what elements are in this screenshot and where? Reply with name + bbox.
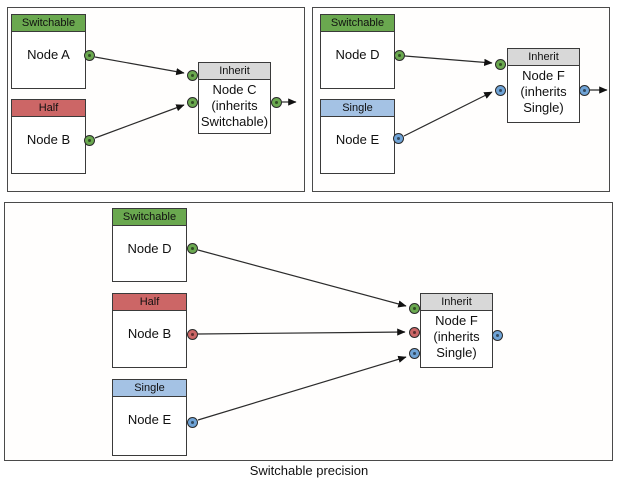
node-f-bottom-input-port2-icon <box>408 326 420 338</box>
node-d-output-port-icon <box>393 49 405 61</box>
node-f-input-port1-icon <box>494 58 506 70</box>
node-c-label: Node C <box>212 82 257 97</box>
node-d-bottom-label: Node D <box>127 241 172 256</box>
node-e-bottom: Single Node E <box>112 379 187 456</box>
node-f-bottom-input-port3-icon <box>408 347 420 359</box>
figure-caption: Switchable precision <box>249 463 369 478</box>
node-e-type-header: Single <box>321 100 394 117</box>
node-d-bottom: Switchable Node D <box>112 208 187 282</box>
node-c-input-port2-icon <box>186 96 198 108</box>
node-d-bottom-output-port-icon <box>186 242 198 254</box>
node-f-type-header: Inherit <box>508 49 579 66</box>
node-f-label-line2: (inherits <box>520 84 567 99</box>
node-e: Single Node E <box>320 99 395 174</box>
node-f-input-port2-icon <box>494 84 506 96</box>
node-f-output-port-icon <box>578 84 590 96</box>
node-e-label: Node E <box>335 132 380 147</box>
panel-bottom <box>4 202 613 461</box>
node-d-bottom-type-header: Switchable <box>113 209 186 226</box>
node-b-output-port-icon <box>83 134 95 146</box>
node-f-bottom-type-header: Inherit <box>421 294 492 311</box>
node-e-bottom-type-header: Single <box>113 380 186 397</box>
node-f-label-line3: Single) <box>523 100 564 115</box>
node-f: Inherit Node F (inherits Single) <box>507 48 580 123</box>
node-c-input-port1-icon <box>186 69 198 81</box>
node-a-type-header: Switchable <box>12 15 85 32</box>
node-b-type-header: Half <box>12 100 85 117</box>
node-c: Inherit Node C (inherits Switchable) <box>198 62 271 134</box>
node-e-output-port-icon <box>392 132 404 144</box>
node-c-label-line2: (inherits <box>211 98 258 113</box>
node-a-output-port-icon <box>83 49 95 61</box>
node-e-bottom-label: Node E <box>127 412 172 427</box>
node-a-label: Node A <box>27 47 70 62</box>
node-f-bottom-label-line2: (inherits <box>433 329 480 344</box>
node-a: Switchable Node A <box>11 14 86 89</box>
node-f-bottom-input-port1-icon <box>408 302 420 314</box>
node-b-bottom-label: Node B <box>127 326 172 341</box>
node-f-label: Node F <box>522 68 565 83</box>
node-b-bottom-type-header: Half <box>113 294 186 311</box>
node-c-type-header: Inherit <box>199 63 270 80</box>
node-c-output-port-icon <box>270 96 282 108</box>
node-b-bottom-output-port-icon <box>186 328 198 340</box>
node-f-bottom: Inherit Node F (inherits Single) <box>420 293 493 368</box>
node-f-bottom-label-line3: Single) <box>436 345 477 360</box>
node-f-bottom-label: Node F <box>435 313 478 328</box>
node-c-label-line3: Switchable) <box>200 114 269 129</box>
node-f-bottom-output-port-icon <box>491 329 503 341</box>
node-d-type-header: Switchable <box>321 15 394 32</box>
node-b-label: Node B <box>26 132 71 147</box>
node-d-label: Node D <box>335 47 380 62</box>
node-b: Half Node B <box>11 99 86 174</box>
node-d: Switchable Node D <box>320 14 395 89</box>
node-e-bottom-output-port-icon <box>186 416 198 428</box>
node-b-bottom: Half Node B <box>112 293 187 368</box>
